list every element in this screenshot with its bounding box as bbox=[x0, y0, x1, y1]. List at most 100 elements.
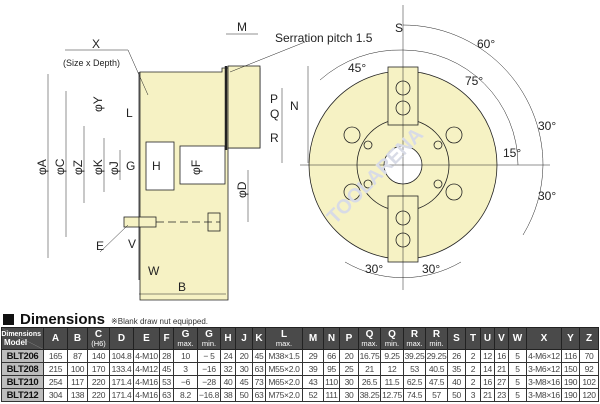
label-phi-f: φF bbox=[189, 160, 203, 175]
table-cell: −16 bbox=[197, 362, 221, 376]
table-cell: 24 bbox=[220, 349, 236, 363]
table-cell: 45 bbox=[159, 362, 174, 376]
table-cell: 2 bbox=[465, 362, 481, 376]
table-cell: 150 bbox=[561, 362, 580, 376]
table-cell: 10 bbox=[173, 349, 198, 363]
label-phi-y: φY bbox=[91, 96, 105, 112]
table-cell: 92 bbox=[579, 362, 599, 376]
section-title: Dimensions ※Blank draw nut equipped. bbox=[3, 311, 208, 328]
table-cell: 12.75 bbox=[380, 388, 404, 402]
table-cell: 3-M8×16 bbox=[526, 375, 562, 389]
column-header: E bbox=[133, 327, 160, 350]
table-cell: 120 bbox=[579, 388, 599, 402]
label-phi-z: φZ bbox=[71, 160, 85, 175]
column-header-sub: (H6) bbox=[91, 338, 106, 348]
dimension-labels: X (Size x Depth) M Serration pitch 1.5 S… bbox=[35, 20, 556, 294]
column-header-main: Q bbox=[388, 328, 396, 340]
column-header-main: H bbox=[224, 333, 232, 344]
table-cell: M75×2.0 bbox=[265, 388, 303, 402]
table-cell: −6 bbox=[173, 375, 198, 389]
column-header-main: Y bbox=[567, 333, 574, 344]
label-l: L bbox=[126, 106, 133, 120]
table-cell: 116 bbox=[561, 349, 580, 363]
column-header-main: A bbox=[51, 333, 60, 344]
column-header: M bbox=[302, 327, 324, 350]
table-cell: 3-M8×16 bbox=[526, 388, 562, 402]
label-w: W bbox=[148, 264, 160, 278]
column-header-main: P bbox=[345, 333, 353, 344]
table-cell: 2 bbox=[465, 375, 481, 389]
table-cell: 30 bbox=[339, 375, 359, 389]
table-cell: 50 bbox=[447, 388, 466, 402]
column-header: P bbox=[339, 327, 359, 350]
table-cell: 16.75 bbox=[358, 349, 381, 363]
label-s: S bbox=[395, 21, 403, 35]
column-header-main: J bbox=[241, 333, 247, 344]
table-cell: 25 bbox=[339, 362, 359, 376]
table-cell: 23 bbox=[494, 388, 509, 402]
column-header-sub: max. bbox=[177, 338, 194, 348]
column-header-main: B bbox=[73, 333, 82, 344]
table-cell: 16 bbox=[480, 375, 495, 389]
label-phi-k: φK bbox=[91, 159, 105, 175]
column-header-main: Q bbox=[365, 328, 374, 340]
table-cell: 140 bbox=[87, 349, 110, 363]
note: ※Blank draw nut equipped. bbox=[111, 317, 209, 326]
table-cell: 171.4 bbox=[109, 375, 134, 389]
label-e: E bbox=[96, 239, 104, 253]
column-header-main: F bbox=[163, 333, 170, 344]
column-header-main: K bbox=[255, 333, 263, 344]
label-n: N bbox=[290, 99, 299, 113]
table-cell: 40 bbox=[447, 375, 466, 389]
table-cell: − 5 bbox=[197, 349, 221, 363]
table-cell: 170 bbox=[87, 362, 110, 376]
table-cell: 38.25 bbox=[358, 388, 381, 402]
table-cell: 43 bbox=[302, 375, 324, 389]
table-cell: 2 bbox=[465, 349, 481, 363]
table-cell: 5 bbox=[508, 349, 527, 363]
angle-60: 60° bbox=[477, 37, 495, 51]
table-cell: 133.4 bbox=[109, 362, 134, 376]
table-cell: 20 bbox=[339, 349, 359, 363]
table-cell: 3 bbox=[173, 362, 198, 376]
column-header-sub: min. bbox=[384, 338, 400, 348]
label-q: Q bbox=[270, 107, 279, 121]
column-header-main: G bbox=[205, 328, 213, 340]
table-cell: 5 bbox=[508, 388, 527, 402]
table-cell: 20 bbox=[235, 349, 253, 363]
column-header: Y bbox=[561, 327, 580, 350]
column-header: T bbox=[465, 327, 481, 350]
table-cell: −28 bbox=[197, 375, 221, 389]
column-header: K bbox=[252, 327, 266, 350]
table-cell: 29.25 bbox=[425, 349, 448, 363]
table-cell: 63 bbox=[159, 388, 174, 402]
table-cell: 21 bbox=[358, 362, 381, 376]
column-header-main: R bbox=[432, 328, 441, 340]
angle-30-bottom-right: 30° bbox=[422, 262, 440, 276]
table-cell: 62.5 bbox=[403, 375, 426, 389]
angle-75: 75° bbox=[465, 74, 483, 88]
side-view bbox=[123, 65, 261, 301]
table-cell: 215 bbox=[43, 362, 68, 376]
table-cell: 45 bbox=[235, 375, 253, 389]
table-cell: 30 bbox=[235, 362, 253, 376]
table-cell: 138 bbox=[67, 388, 88, 402]
angle-30-bottom-left: 30° bbox=[365, 262, 383, 276]
table-cell: M38×1.5 bbox=[265, 349, 303, 363]
table-cell: 73 bbox=[252, 375, 266, 389]
table-cell: −16.8 bbox=[197, 388, 221, 402]
table-cell: 220 bbox=[87, 375, 110, 389]
table-cell: 9.25 bbox=[380, 349, 404, 363]
table-cell: 4-M10 bbox=[133, 349, 160, 363]
column-header: J bbox=[235, 327, 253, 350]
column-header-main: R bbox=[410, 328, 419, 340]
column-header: C(H6) bbox=[87, 327, 110, 350]
table-cell: 104.8 bbox=[109, 349, 134, 363]
table-cell: 29 bbox=[302, 349, 324, 363]
